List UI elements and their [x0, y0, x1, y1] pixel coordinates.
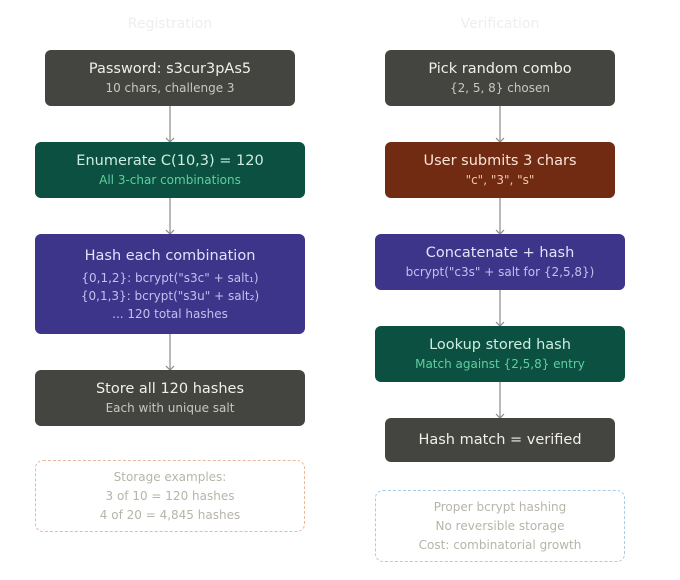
ver-step-pick: Pick random combo {2, 5, 8} chosen [385, 50, 615, 106]
ver-step-detail: {2, 5, 8} chosen [449, 81, 551, 95]
ver-step-detail: Match against {2,5,8} entry [415, 357, 585, 371]
note-line: 3 of 10 = 120 hashes [105, 488, 235, 503]
reg-step-detail: All 3-char combinations [99, 173, 241, 187]
registration-title: Registration [127, 16, 213, 32]
note-line: Storage examples: [113, 469, 227, 484]
ver-step-detail: bcrypt("c3s" + salt for {2,5,8}) [405, 265, 595, 279]
ver-step-title: Lookup stored hash [429, 337, 571, 353]
bcrypt-properties-note: Proper bcrypt hashing No reversible stor… [375, 490, 625, 562]
reg-step-detail: ... 120 total hashes [112, 306, 228, 321]
ver-step-title: User submits 3 chars [423, 153, 577, 169]
ver-step-title: Concatenate + hash [425, 245, 575, 261]
reg-step-detail: {0,1,2}: bcrypt("s3c" + salt₁) [81, 270, 259, 285]
reg-step-password: Password: s3cur3pAs5 10 chars, challenge… [45, 50, 295, 106]
verification-title: Verification [460, 16, 540, 32]
ver-step-title: Hash match = verified [418, 432, 582, 448]
note-line: Cost: combinatorial growth [418, 537, 582, 552]
note-line: Proper bcrypt hashing [433, 499, 567, 514]
note-line: 4 of 20 = 4,845 hashes [99, 507, 241, 522]
ver-step-title: Pick random combo [428, 61, 572, 77]
reg-step-title: Store all 120 hashes [95, 381, 245, 397]
storage-examples-note: Storage examples: 3 of 10 = 120 hashes 4… [35, 460, 305, 532]
reg-step-title: Hash each combination [84, 247, 256, 264]
ver-step-submit: User submits 3 chars "c", "3", "s" [385, 142, 615, 198]
reg-step-store: Store all 120 hashes Each with unique sa… [35, 370, 305, 426]
ver-step-verified: Hash match = verified [385, 418, 615, 462]
reg-step-hash-each: Hash each combination {0,1,2}: bcrypt("s… [35, 234, 305, 334]
ver-step-detail: "c", "3", "s" [465, 173, 535, 187]
ver-step-lookup: Lookup stored hash Match against {2,5,8}… [375, 326, 625, 382]
reg-step-detail: Each with unique salt [105, 401, 235, 415]
note-line: No reversible storage [435, 518, 565, 533]
ver-step-concat: Concatenate + hash bcrypt("c3s" + salt f… [375, 234, 625, 290]
reg-step-title: Password: s3cur3pAs5 [88, 61, 252, 77]
reg-step-detail: {0,1,3}: bcrypt("s3u" + salt₂) [80, 288, 260, 303]
reg-step-title: Enumerate C(10,3) = 120 [76, 153, 264, 169]
reg-step-enumerate: Enumerate C(10,3) = 120 All 3-char combi… [35, 142, 305, 198]
reg-step-detail: 10 chars, challenge 3 [105, 81, 235, 95]
